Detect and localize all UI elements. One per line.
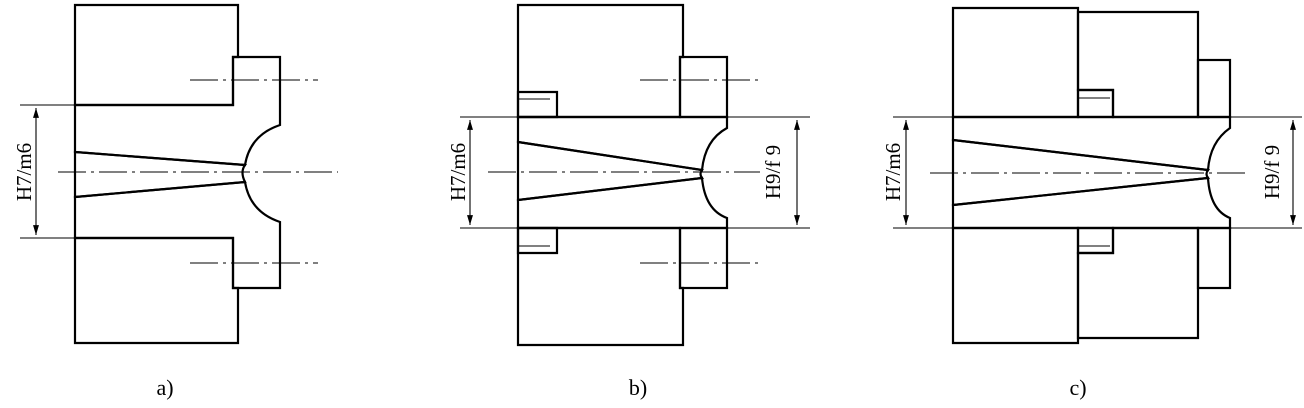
bushing-lower-c — [951, 176, 1232, 230]
upper-plate-a — [73, 3, 240, 107]
lower-plate-a — [73, 236, 240, 345]
bushing-upper-c — [951, 115, 1232, 172]
fit-label-b-left: H7/m6 — [446, 143, 470, 201]
bushing-upper-a — [73, 55, 282, 167]
sprue-cone-a — [73, 150, 248, 199]
caption-c: c) — [1069, 375, 1086, 400]
left-upper-plate-c — [951, 6, 1080, 119]
bushing-head-lower-c — [1076, 226, 1115, 255]
sprue-cone-b — [516, 140, 705, 202]
bushing-lower-b — [516, 176, 729, 230]
bushing-head-upper-b — [516, 90, 559, 119]
view-b: H7/m6 H9/f 9 b) — [446, 3, 810, 400]
left-lower-plate-c — [951, 226, 1080, 345]
locating-ring-lower-c — [1196, 226, 1232, 290]
view-c: H7/m6 H9/f 9 c) — [881, 6, 1302, 400]
caption-b: b) — [629, 375, 647, 400]
bushing-lower-a — [73, 180, 282, 290]
right-lower-plate-c — [1076, 226, 1200, 340]
bushing-head-upper-c — [1076, 88, 1115, 119]
locating-ring-upper-c — [1196, 58, 1232, 119]
bushing-head-lower-b — [516, 226, 559, 255]
fit-label-c-right: H9/f 9 — [1260, 145, 1284, 199]
fit-label-b-right: H9/f 9 — [761, 145, 785, 199]
view-a: H7/m6 a) — [12, 3, 338, 400]
bushing-upper-b — [516, 115, 729, 172]
caption-a: a) — [156, 375, 173, 400]
locating-ring-lower-b — [678, 226, 729, 290]
upper-plate-b — [516, 3, 685, 119]
sprue-cone-c — [951, 138, 1211, 207]
fit-label-a: H7/m6 — [12, 143, 36, 201]
locating-ring-upper-b — [678, 55, 729, 119]
fit-label-c-left: H7/m6 — [881, 143, 905, 201]
right-upper-plate-c — [1076, 10, 1200, 119]
